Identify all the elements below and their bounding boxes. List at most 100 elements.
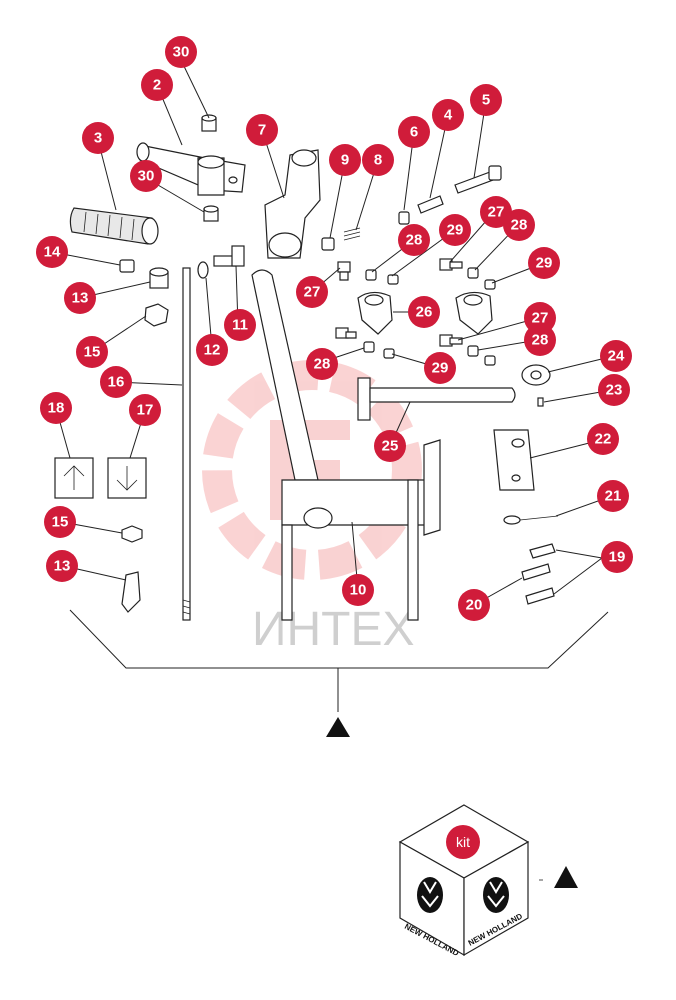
kit-badge: kit [446, 825, 480, 859]
lever-head-part [264, 149, 321, 259]
callout-29-b: 29 [528, 247, 560, 279]
clip-13-lower-part [121, 571, 141, 613]
svg-text:24: 24 [608, 348, 625, 365]
callout-20: 20 [458, 589, 490, 621]
bolt-5-part [454, 165, 502, 194]
handle-grip-part [69, 207, 159, 245]
callout-6: 6 [398, 116, 430, 148]
svg-text:4: 4 [444, 107, 453, 124]
callout-15-bottom: 15 [44, 506, 76, 538]
svg-text:28: 28 [314, 356, 331, 373]
bolt-11-part [213, 245, 245, 267]
callout-21: 21 [597, 480, 629, 512]
callout-29-a: 29 [439, 214, 471, 246]
svg-text:13: 13 [72, 290, 89, 307]
svg-text:30: 30 [138, 168, 155, 185]
nut-15-lower-part [121, 525, 143, 543]
svg-text:19: 19 [609, 549, 626, 566]
main-frame-10-part [251, 269, 441, 621]
svg-text:25: 25 [382, 438, 399, 455]
svg-text:9: 9 [341, 152, 349, 169]
callout-29-c: 29 [424, 352, 456, 384]
axle-25-part [357, 377, 516, 421]
callout-28-b: 28 [398, 224, 430, 256]
bracket-arm-part [136, 142, 246, 196]
nut-14-part [119, 259, 135, 273]
nut-28-a-part [365, 269, 377, 281]
nut-29-a-part [387, 274, 399, 285]
svg-text:6: 6 [410, 124, 418, 141]
svg-text:10: 10 [350, 582, 367, 599]
nut-28-d-part [467, 345, 479, 357]
svg-text:8: 8 [374, 152, 382, 169]
callout-14: 14 [36, 236, 68, 268]
nut-9-part [321, 237, 335, 251]
svg-text:5: 5 [482, 92, 490, 109]
clamp-block-right-part [455, 291, 493, 335]
svg-text:11: 11 [232, 317, 248, 334]
callout-9: 9 [329, 144, 361, 176]
plate-22-part [493, 429, 535, 491]
svg-text:22: 22 [595, 431, 612, 448]
assembly-bracket [69, 609, 609, 712]
svg-text:29: 29 [432, 360, 449, 377]
pin-6-part [398, 211, 410, 225]
callout-13-bottom: 13 [46, 550, 78, 582]
svg-text:21: 21 [605, 488, 622, 505]
svg-text:3: 3 [94, 130, 102, 147]
svg-text:26: 26 [416, 304, 433, 321]
svg-text:27: 27 [488, 204, 505, 221]
svg-text:30: 30 [173, 44, 190, 61]
kit-cube: kit NEW HOLLAND NEW HOLLAND [398, 804, 530, 958]
svg-text:28: 28 [532, 332, 549, 349]
callout-28-a: 28 [503, 209, 535, 241]
svg-text:kit: kit [456, 834, 470, 850]
svg-text:28: 28 [406, 232, 423, 249]
washer-12-part [197, 261, 209, 279]
triangle-marker [326, 717, 350, 737]
callout-12: 12 [196, 334, 228, 366]
bolt-27-a-part [337, 261, 351, 281]
bolt-27-c-part [335, 327, 357, 339]
svg-text:20: 20 [466, 597, 483, 614]
callout-15-top: 15 [76, 336, 108, 368]
bushing-bottom-part [203, 205, 219, 222]
callout-11: 11 [224, 309, 256, 341]
callout-4: 4 [432, 99, 464, 131]
callout-10: 10 [342, 574, 374, 606]
callout-7: 7 [246, 114, 278, 146]
decal-18-part [54, 457, 94, 499]
callout-2: 2 [141, 69, 173, 101]
pin-20-part [521, 563, 551, 581]
callout-18: 18 [40, 392, 72, 424]
collar-24-part [521, 364, 551, 386]
callout-28-c: 28 [524, 324, 556, 356]
svg-text:17: 17 [137, 402, 154, 419]
cotter-pin-21-part [503, 515, 559, 525]
watermark-text: ИНТЕХ [252, 603, 415, 656]
callout-8: 8 [362, 144, 394, 176]
callout-27-b: 27 [296, 276, 328, 308]
nut-28-b-part [467, 267, 479, 279]
callout-13-top: 13 [64, 282, 96, 314]
svg-text:14: 14 [44, 244, 61, 261]
sleeve-13-part [149, 267, 169, 289]
svg-text:27: 27 [304, 284, 321, 301]
spring-8-part [343, 227, 361, 241]
svg-text:16: 16 [108, 374, 125, 391]
pin-19-b-part [525, 587, 555, 605]
callout-30-top: 30 [165, 36, 197, 68]
pin-19-a-part [529, 543, 556, 559]
svg-text:2: 2 [153, 77, 161, 94]
callout-3: 3 [82, 122, 114, 154]
svg-text:29: 29 [536, 255, 553, 272]
pin-4-part [417, 195, 444, 214]
decal-17-part [107, 457, 147, 499]
clamp-block-left-part [357, 291, 393, 335]
callout-27-c: 27 [524, 302, 556, 334]
pin-23-part [537, 397, 544, 407]
svg-text:12: 12 [204, 342, 221, 359]
callout-19: 19 [601, 541, 633, 573]
callout-30-bottom: 30 [130, 160, 162, 192]
